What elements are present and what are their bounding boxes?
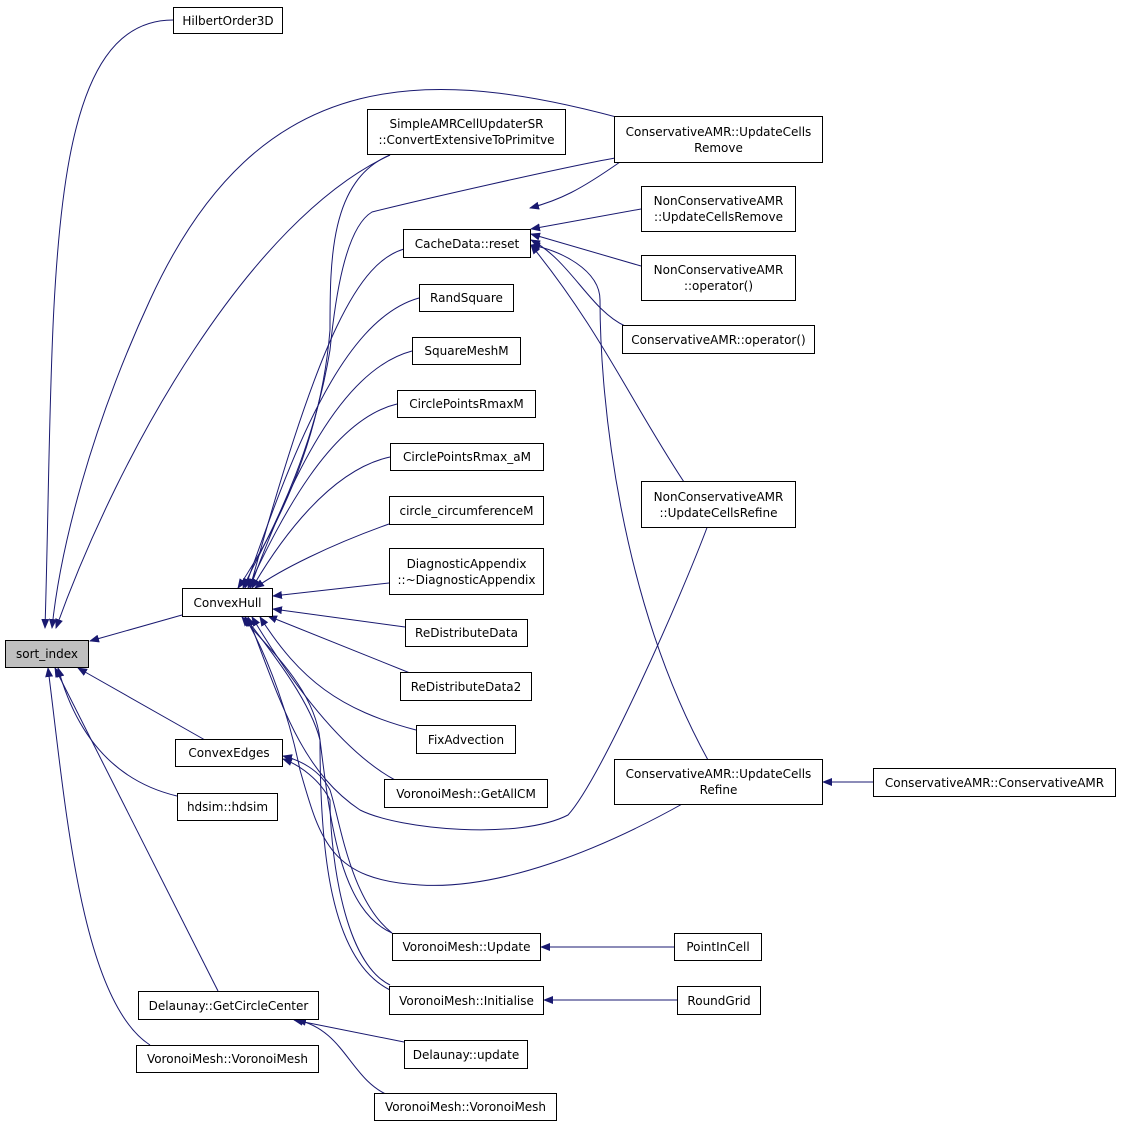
edge-vmctor-bottom-to-getcirclecenter (296, 1017, 391, 1097)
edge-noncons-operator-to-cachedata (530, 232, 642, 267)
node-hdsim[interactable]: hdsim::hdsim (177, 793, 278, 821)
node-simple-amr-convert[interactable]: SimpleAMRCellUpdaterSR::ConvertExtensive… (367, 109, 566, 155)
edge-simpleamr-to-sort-index (55, 154, 391, 629)
node-delaunay-update[interactable]: Delaunay::update (404, 1040, 528, 1069)
node-voronoi-update[interactable]: VoronoiMesh::Update (392, 933, 541, 961)
node-convex-edges[interactable]: ConvexEdges (175, 739, 283, 767)
edge-vmupdate-to-convexhull (244, 616, 393, 934)
edge-simpleamr-to-convexhull (237, 154, 391, 589)
edge-squaremesh-to-convexhull (249, 350, 413, 589)
edge-diag-to-convexhull (272, 582, 390, 599)
node-cons-amr-constructor[interactable]: ConservativeAMR::ConservativeAMR (873, 768, 1116, 797)
edge-cons-update-remove-to-cachedata (529, 161, 621, 210)
edge-vminit-to-convexhull (241, 616, 391, 991)
node-circle-points-rmax-m[interactable]: CirclePointsRmaxM (397, 390, 536, 418)
node-hilbert-order-3d[interactable]: HilbertOrder3D (173, 7, 283, 34)
edge-noncons-update-refine-to-cachedata (530, 244, 685, 483)
edge-del-update-to-getcirclecenter (293, 1017, 405, 1043)
edge-circlermax-a-to-convexhull (251, 456, 391, 589)
node-delaunay-get-circle-center[interactable]: Delaunay::GetCircleCenter (138, 991, 319, 1020)
edge-hdsim-to-sort-index (56, 667, 178, 797)
node-rand-square[interactable]: RandSquare (419, 284, 514, 312)
edge-redist2-to-convexhull (267, 615, 411, 674)
node-noncons-update-cells-refine[interactable]: NonConservativeAMR::UpdateCellsRefine (641, 481, 796, 528)
edge-hilbert-to-sort-index (41, 19, 174, 629)
edge-fixadvection-to-convexhull (259, 616, 417, 731)
edge-cons-update-refine-to-cachedata (530, 242, 709, 761)
edge-cachedata-to-convexhull (248, 248, 405, 589)
node-noncons-update-cells-remove[interactable]: NonConservativeAMR::UpdateCellsRemove (641, 186, 796, 232)
node-circle-circumference-m[interactable]: circle_circumferenceM (389, 496, 544, 525)
edge-getallcm-to-convexhull (251, 616, 396, 781)
node-voronoi-get-all-cm[interactable]: VoronoiMesh::GetAllCM (384, 779, 548, 808)
node-round-grid[interactable]: RoundGrid (677, 986, 761, 1015)
node-voronoi-mesh-ctor-left[interactable]: VoronoiMesh::VoronoiMesh (136, 1045, 319, 1073)
node-voronoi-mesh-ctor-bottom[interactable]: VoronoiMesh::VoronoiMesh (374, 1093, 557, 1121)
edge-vminit-to-convexedges (282, 758, 391, 986)
node-circle-points-rmax-a-m[interactable]: CirclePointsRmax_aM (390, 443, 544, 471)
node-redistribute-data[interactable]: ReDistributeData (405, 619, 528, 647)
edge-noncons-update-remove-to-cachedata (530, 208, 642, 232)
edge-circlermax-to-convexhull (247, 403, 398, 589)
edge-circle-circ-to-convexhull (254, 523, 390, 589)
edge-convexhull-to-sort-index (89, 614, 183, 643)
node-voronoi-initialise[interactable]: VoronoiMesh::Initialise (389, 986, 544, 1015)
edge-cons-update-remove-to-sort-index (48, 89, 663, 629)
node-cons-operator[interactable]: ConservativeAMR::operator() (622, 325, 815, 354)
node-point-in-cell[interactable]: PointInCell (674, 933, 762, 961)
edge-vmctor-left-to-sort-index (45, 667, 151, 1046)
edge-vmupdate-to-convexedges (282, 754, 393, 934)
edge-convexedges-to-sort-index (77, 667, 206, 741)
edge-getcirclecenter-to-sort-index (54, 667, 219, 992)
node-cachedata-reset[interactable]: CacheData::reset (403, 229, 531, 258)
node-convex-hull[interactable]: ConvexHull (182, 588, 273, 617)
edge-randsquare-to-convexhull (244, 297, 420, 589)
edge-cons-operator-to-cachedata (530, 239, 626, 327)
node-diagnostic-appendix[interactable]: DiagnosticAppendix::~DiagnosticAppendix (389, 548, 544, 595)
node-sort-index: sort_index (5, 640, 89, 668)
node-fix-advection[interactable]: FixAdvection (416, 725, 516, 754)
node-redistribute-data2[interactable]: ReDistributeData2 (400, 672, 532, 701)
edge-cons-update-refine-to-convexhull (244, 616, 685, 886)
node-square-mesh-m[interactable]: SquareMeshM (412, 337, 521, 365)
edge-redist-to-convexhull (272, 606, 406, 628)
node-noncons-operator[interactable]: NonConservativeAMR::operator() (641, 255, 796, 301)
edge-noncons-update-refine-to-convexhull (247, 524, 709, 831)
